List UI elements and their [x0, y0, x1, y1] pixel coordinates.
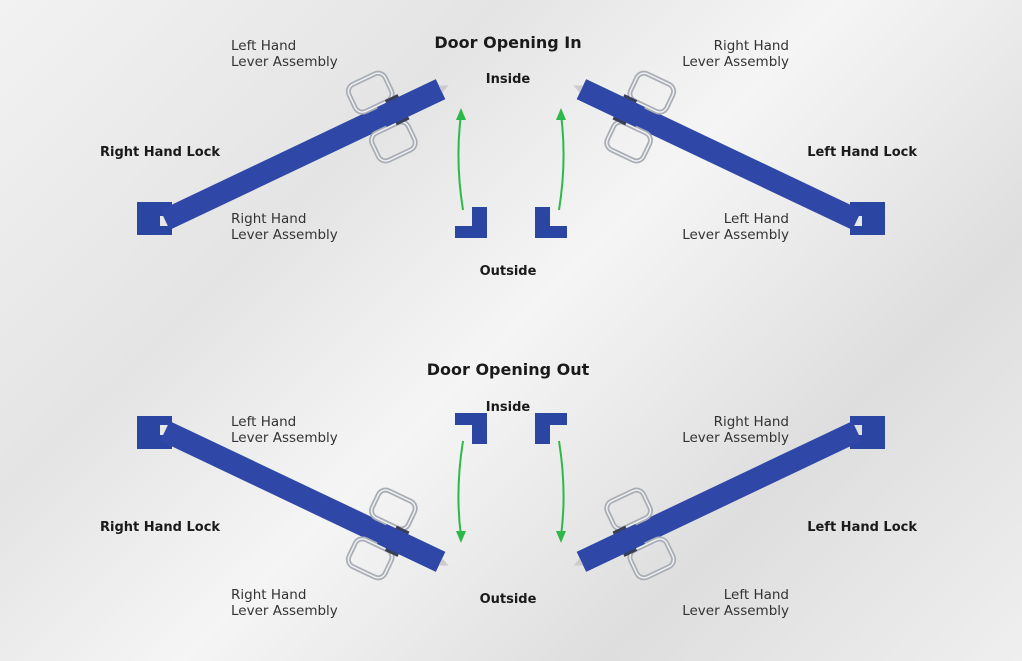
door-out-right-hand-lock: Right Hand Lock [100, 520, 220, 535]
door-in-left-hand-lock: Left Hand Lock [807, 145, 917, 160]
door-in-outside-label: Outside [480, 264, 537, 279]
door-in-right-hand-lock: Right Hand Lock [100, 145, 220, 160]
door-out-left-diagram [137, 393, 487, 604]
door-out-right-diagram [535, 393, 885, 604]
door-out-inside-label: Inside [486, 400, 531, 415]
door-out-left-hand-lock: Left Hand Lock [807, 520, 917, 535]
door-in-title: Door Opening In [434, 33, 581, 52]
door-in-inside-label: Inside [486, 72, 531, 87]
door-out-title: Door Opening Out [427, 360, 590, 379]
door-out-outside-label: Outside [480, 592, 537, 607]
